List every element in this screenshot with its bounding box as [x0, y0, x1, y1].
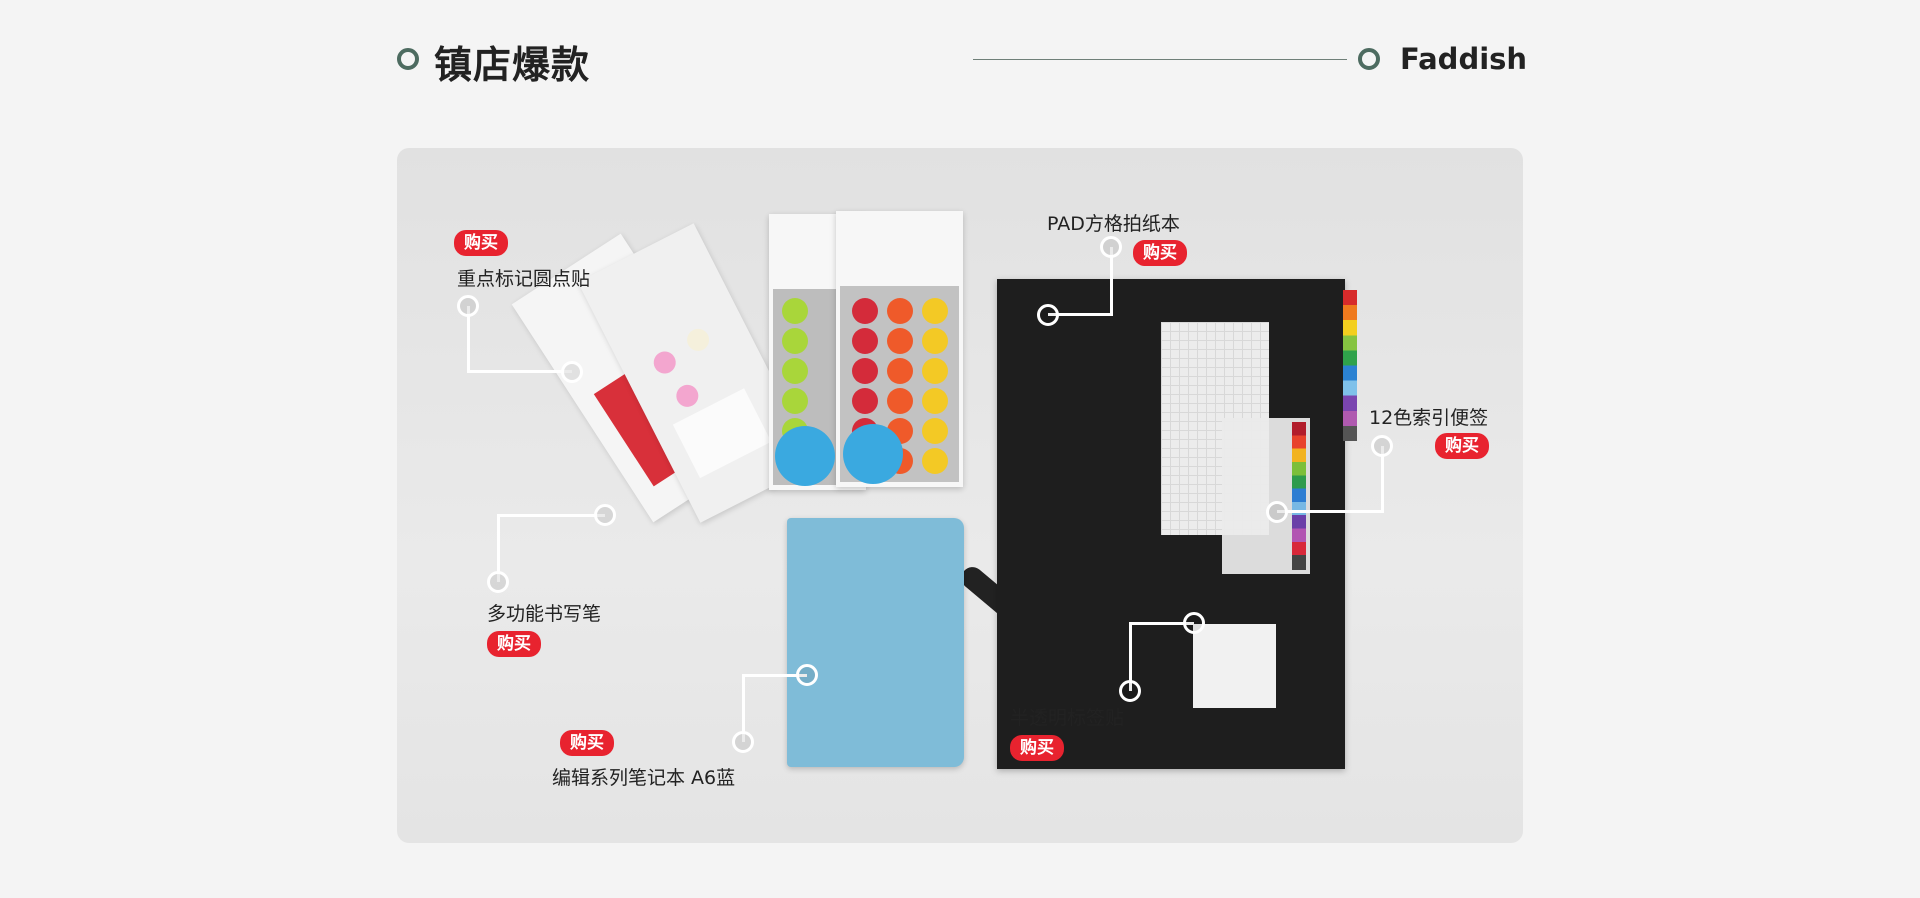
sticker-dot: [887, 388, 913, 414]
translucent-sticky: [1193, 624, 1276, 708]
hotspot-index[interactable]: [1371, 435, 1393, 457]
sticker-dot: [887, 358, 913, 384]
hotspot-pen[interactable]: [487, 571, 509, 593]
buy-button-index[interactable]: 购买: [1435, 433, 1489, 459]
product-label: 编辑系列笔记本 A6蓝: [552, 767, 736, 789]
sticker-dot: [852, 328, 878, 354]
hotspot-index-target[interactable]: [1266, 501, 1288, 523]
divider: [973, 59, 1347, 60]
hotspot-dot-stickers[interactable]: [457, 295, 479, 317]
section-subtitle: Faddish: [1400, 42, 1528, 76]
hotspot-pad[interactable]: [1100, 236, 1122, 258]
title-circle-icon: [397, 48, 419, 70]
sticker-dot: [922, 448, 948, 474]
index-tabs: [1343, 290, 1357, 441]
hotspot-pen-target[interactable]: [594, 504, 616, 526]
buy-button-translucent[interactable]: 购买: [1010, 735, 1064, 761]
sticker-dot: [922, 358, 948, 384]
product-label: 多功能书写笔: [487, 603, 602, 625]
sticker-dot: [782, 358, 808, 384]
hotspot-notebook[interactable]: [732, 731, 754, 753]
sticker-dot: [922, 388, 948, 414]
sticker-dot: [922, 328, 948, 354]
hotspot-dot-stickers-target[interactable]: [561, 361, 583, 383]
product-label: 重点标记圆点贴: [457, 268, 591, 290]
hotspot-translucent-target[interactable]: [1183, 612, 1205, 634]
sticker-dot: [922, 298, 948, 324]
sticker-dot: [887, 298, 913, 324]
sticker-dot: [852, 388, 878, 414]
hotspot-translucent[interactable]: [1119, 680, 1141, 702]
sticker-dot: [852, 358, 878, 384]
product-label: PAD方格拍纸本: [1047, 213, 1180, 235]
buy-button-dot-stickers[interactable]: 购买: [454, 230, 508, 256]
product-showcase-image: [397, 148, 1523, 843]
subtitle-circle-icon: [1358, 48, 1380, 70]
sticker-dot: [782, 388, 808, 414]
section-title: 镇店爆款: [434, 43, 591, 87]
buy-button-pen[interactable]: 购买: [487, 631, 541, 657]
hotspot-notebook-target[interactable]: [796, 664, 818, 686]
product-label: 12色索引便签: [1369, 407, 1489, 429]
sticker-dot: [922, 418, 948, 444]
product-label: 半透明标签贴: [1010, 707, 1125, 729]
sticker-dot: [852, 298, 878, 324]
sticker-dot-large: [775, 426, 835, 486]
sticker-dot-large: [843, 424, 903, 484]
blue-notebook: [787, 518, 964, 767]
buy-button-notebook[interactable]: 购买: [560, 730, 614, 756]
sticker-dot: [782, 298, 808, 324]
hotspot-pad-target[interactable]: [1037, 304, 1059, 326]
index-sticky-pad: [1222, 418, 1310, 574]
sticker-dot: [887, 328, 913, 354]
sticker-dot: [782, 328, 808, 354]
buy-button-pad[interactable]: 购买: [1133, 240, 1187, 266]
